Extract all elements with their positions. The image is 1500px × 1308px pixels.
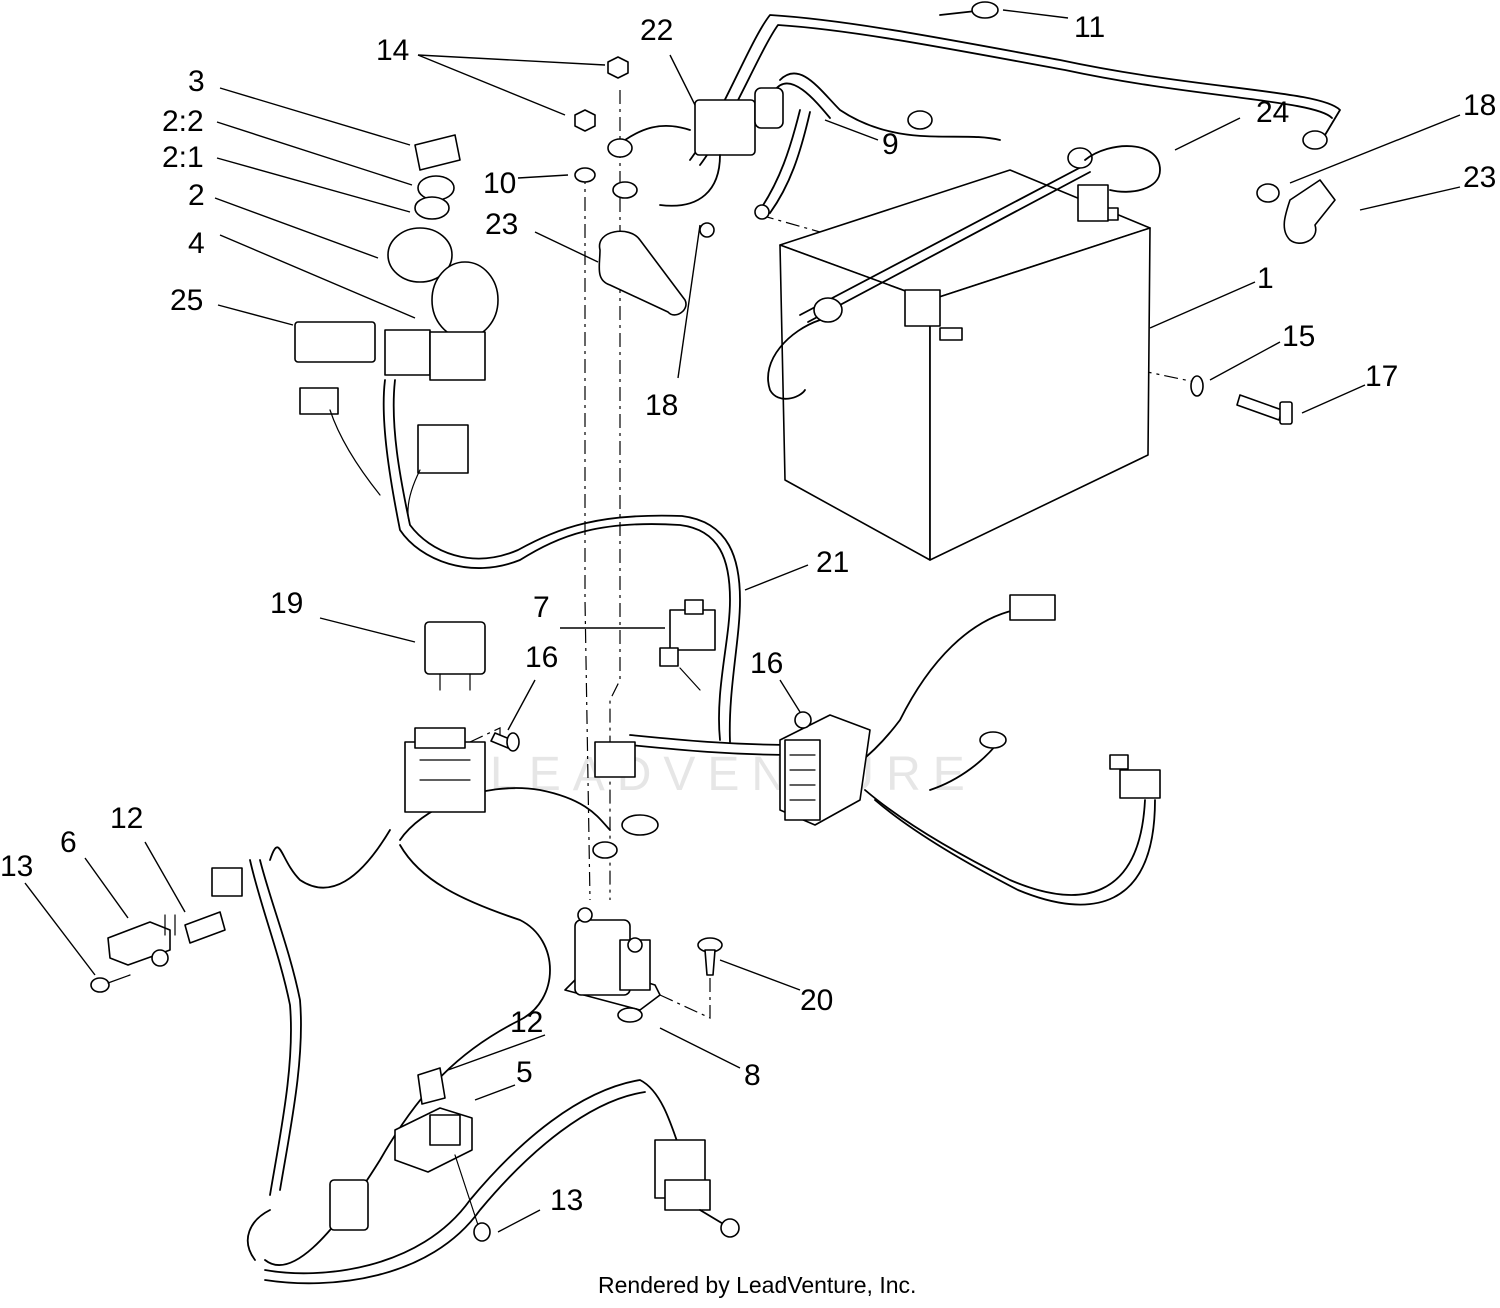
callout-12-left: 12 [110,802,143,835]
relay-22 [607,87,784,238]
ref-line-left [584,170,591,901]
brake-switch-6 [107,914,176,967]
callout-21: 21 [816,546,849,579]
callout-17: 17 [1365,360,1398,393]
washer-15 [1190,375,1204,397]
callout-2-2: 2:2 [162,105,204,138]
callout-22: 22 [640,14,673,47]
watermark: LEADVENTURE [490,748,977,801]
callout-10: 10 [483,167,516,200]
leader-lines [24,9,1461,1233]
callout-6: 6 [60,826,77,859]
relay-19 [424,621,486,691]
callout-2: 2 [188,179,205,212]
callout-25: 25 [170,284,203,317]
screw-13-left [90,974,131,993]
callout-23-left: 23 [485,208,518,241]
battery-cable-top [689,1,1341,166]
ignition-switch [294,134,499,474]
callout-5: 5 [516,1056,533,1089]
callout-24: 24 [1256,96,1289,129]
ref-line-right [609,90,621,900]
bolt-20 [697,937,723,976]
callouts: 1 2 2:1 2:2 3 4 5 6 7 8 9 10 11 12 12 13… [0,11,1496,1217]
callout-13-right: 13 [550,1184,583,1217]
callout-4: 4 [188,227,205,260]
callout-3: 3 [188,65,205,98]
callout-14: 14 [376,34,409,67]
battery [779,169,1151,561]
callout-12-right: 12 [510,1006,543,1039]
callout-16-left: 16 [525,641,558,674]
pto-switch-5 [394,1107,473,1173]
callout-18-right: 18 [1463,89,1496,122]
callout-13-left: 13 [0,850,33,883]
callout-19: 19 [270,587,303,620]
seat-switch-7 [659,599,716,691]
ref-line-screw16 [469,727,501,745]
callout-9: 9 [882,128,899,161]
screw-13-right [454,1154,491,1242]
starter-solenoid [564,907,661,1023]
bolt-17 [1236,394,1293,425]
bracket-12-left [184,911,226,944]
screw-16 [490,732,520,752]
terminal-boot-left [598,230,687,316]
callout-23-right: 23 [1463,161,1496,194]
callout-20: 20 [800,984,833,1017]
callout-11: 11 [1074,11,1105,44]
battery-hold-down [767,145,1161,400]
battery-cable-9 [754,72,1001,220]
wiring-harness [211,379,1161,1285]
nut-14 [574,56,629,183]
fuse-block [779,711,871,826]
harness-connector-block [404,727,659,859]
callout-7: 7 [533,591,550,624]
callout-18-left: 18 [645,389,678,422]
footer-credit: Rendered by LeadVenture, Inc. [598,1272,916,1298]
callout-16-right: 16 [750,647,783,680]
callout-2-1: 2:1 [162,141,204,174]
bracket-12-right [417,1067,446,1105]
callout-1: 1 [1257,262,1274,295]
callout-15: 15 [1282,320,1315,353]
terminal-boot-right [1256,179,1336,244]
callout-8: 8 [744,1059,761,1092]
ref-line-solenoid [659,960,711,1019]
